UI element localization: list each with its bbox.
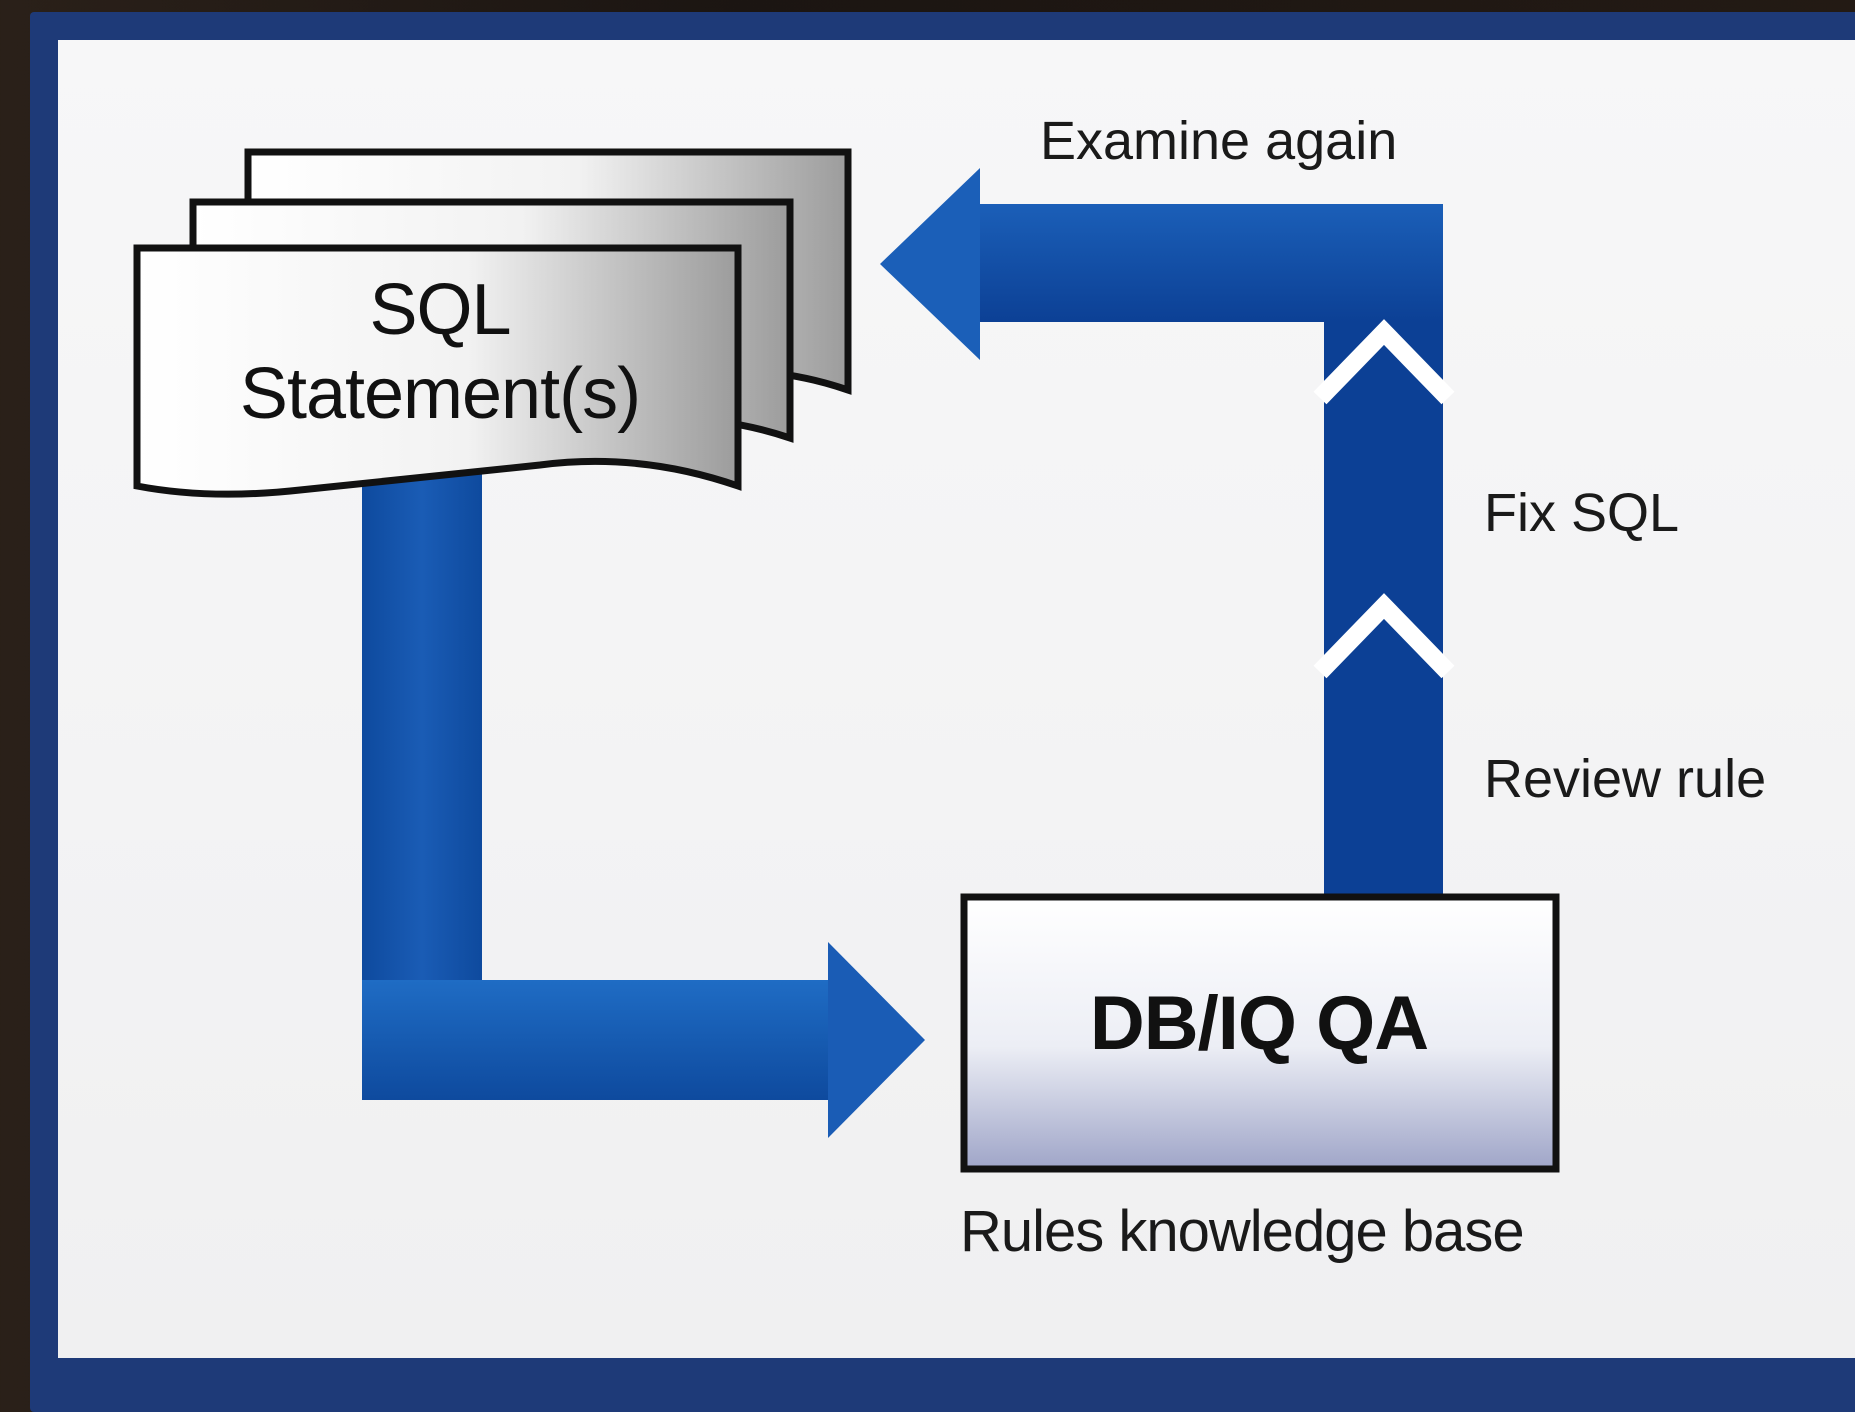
fix-sql-label: Fix SQL <box>1484 483 1680 543</box>
chevron-up-icon <box>1313 593 1455 679</box>
chevron-up-icon <box>1313 319 1455 405</box>
arrow-to-qa <box>362 460 925 1138</box>
review-rule-label: Review rule <box>1484 749 1767 809</box>
qa-box-title: DB/IQ QA <box>1089 981 1429 1066</box>
arrow-examine-again <box>880 168 1455 900</box>
rules-knowledge-base-caption: Rules knowledge base <box>960 1199 1525 1264</box>
examine-again-label: Examine again <box>1040 111 1398 171</box>
sql-document-line2: Statement(s) <box>239 354 641 434</box>
qa-box <box>960 893 1560 1173</box>
flow-diagram <box>133 148 1560 1173</box>
sql-document-stack <box>133 148 852 498</box>
sql-document-line1: SQL <box>369 270 511 350</box>
sql-document-label: SQL Statement(s) <box>140 268 740 436</box>
